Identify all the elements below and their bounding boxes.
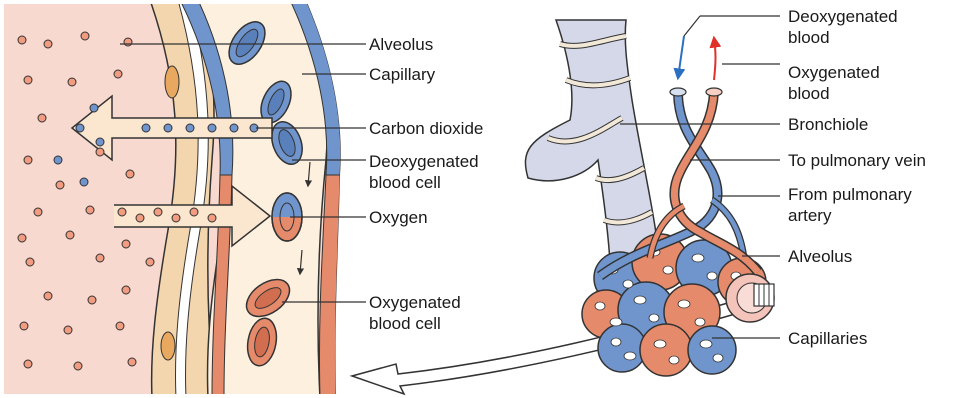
label-oxygen: Oxygen [369,207,428,228]
lung-lobule [525,20,774,376]
oxygenated-flow-arrow [714,38,716,80]
deoxygenated-flow-arrow [678,36,684,78]
label-to-pulmonary-vein: To pulmonary vein [788,150,926,171]
cell-nucleus [165,66,179,98]
label-carbon-dioxide: Carbon dioxide [369,118,483,139]
label-capillary: Capillary [369,64,435,85]
label-right-alveolus: Alveolus [788,246,852,267]
bronchiole-tube [525,20,660,262]
label-capillaries: Capillaries [788,328,867,349]
label-alveolus: Alveolus [369,34,433,55]
label-bronchiole: Bronchiole [788,114,868,135]
alveolus-capillary-closeup [4,0,356,398]
cell-nucleus [161,332,175,360]
